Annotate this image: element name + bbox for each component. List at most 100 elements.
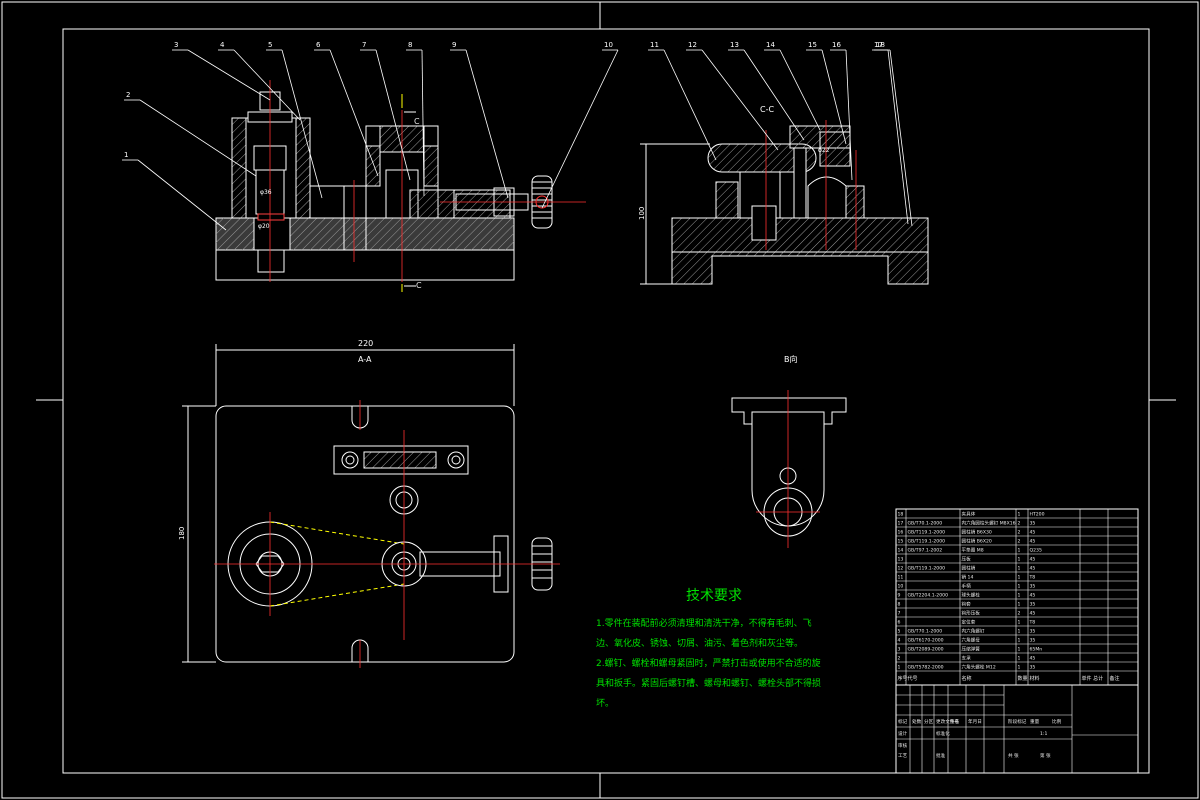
title-block-label: 重量: [1030, 718, 1040, 725]
bom-cell: 压板: [962, 556, 972, 563]
bom-header-cell: 备注: [1110, 675, 1120, 682]
bom-cell: 1: [1018, 566, 1021, 572]
dimension-width-220: 220: [358, 339, 373, 348]
bom-cell: 10: [898, 584, 904, 590]
balloon-label: 15: [808, 41, 817, 49]
bom-header-cell: 代号: [908, 675, 918, 682]
title-block-label: 签名: [950, 718, 959, 725]
bom-cell: 钩套: [962, 601, 972, 608]
bom-cell: 手柄: [962, 583, 972, 590]
bom-cell: 六角头螺栓 M12: [962, 664, 996, 671]
front-section-view: C C φ36 φ20: [215, 80, 586, 292]
bom-header-cell: 数量: [1018, 675, 1028, 682]
b-view-label: B向: [784, 354, 798, 364]
balloon-label: 17: [874, 41, 883, 49]
title-block-label: 审核: [898, 742, 908, 749]
title-block-label: 第 张: [1040, 752, 1051, 759]
bom-cell: 1: [898, 665, 901, 671]
title-block-label: 共 张: [1008, 752, 1019, 759]
bom-cell: 45: [1030, 611, 1036, 617]
bom-header-cell: 序号: [898, 675, 908, 682]
bom-cell: 销 14: [962, 574, 974, 581]
balloon-label: 3: [174, 41, 178, 49]
bom-cell: T8: [1029, 620, 1036, 626]
bom-cell: 45: [1030, 530, 1036, 536]
bom-cell: 钩形压板: [962, 610, 981, 617]
bom-cell: 1: [1018, 557, 1021, 563]
bom-cell: 45: [1030, 566, 1036, 572]
title-block-label: 年月日: [968, 718, 982, 725]
bom-header-cell: 材料: [1030, 675, 1040, 682]
tech-line-4: 具和扳手。紧固后螺钉槽、螺母和螺钉、螺栓头部不得损: [596, 677, 821, 689]
title-block-label: 处数: [912, 718, 922, 725]
bom-cell: 45: [1030, 539, 1036, 545]
balloon-label: 2: [126, 91, 130, 99]
bom-cell: GB/T6170-2000: [908, 638, 944, 644]
tech-line-3: 2.螺钉、螺栓和螺母紧固时，严禁打击或使用不合适的旋: [596, 657, 821, 669]
bom-cell: 12: [898, 566, 904, 572]
bom-cell: GB/T119.1-2000: [908, 566, 946, 572]
bom-cell: 1: [1018, 602, 1021, 608]
title-block-label: 更改文件号: [936, 718, 959, 725]
dimension-dia-20: φ20: [258, 223, 270, 230]
bom-cell: 16: [898, 530, 904, 536]
title-block-scale: 1:1: [1040, 731, 1047, 737]
bom-cell: GB/T119.1-2000: [908, 530, 946, 536]
dimension-height-180: 180: [178, 527, 186, 540]
bom-cell: 球头螺栓: [962, 592, 981, 599]
bom-cell: GB/T119.1-2000: [908, 539, 946, 545]
bom-cell: 2: [1018, 521, 1021, 527]
cc-view-label: C-C: [760, 105, 774, 114]
bom-cell: GB/T2089-2000: [908, 647, 944, 653]
bom-cell: 1: [1018, 656, 1021, 662]
balloon-label: 18: [876, 41, 885, 49]
bom-header-cell: 单件 总计: [1082, 675, 1104, 682]
bom-cell: 支承: [962, 655, 972, 662]
title-block-label: 标记: [898, 718, 908, 725]
balloon-label: 16: [832, 41, 841, 49]
title-block-label: 工艺: [898, 753, 908, 759]
tech-line-2: 边、氧化皮、锈蚀、切屑、油污、着色剂和灰尘等。: [596, 637, 803, 649]
bom-cell: GB/T97.1-2002: [908, 548, 943, 554]
bom-cell: 1: [1018, 629, 1021, 635]
bom-cell: 45: [1030, 593, 1036, 599]
bom-cell: 1: [1018, 647, 1021, 653]
aa-plan-view: 220 A-A 180: [178, 339, 560, 668]
balloon-label: 1: [124, 151, 128, 159]
title-block-label: 比例: [1052, 718, 1062, 725]
balloon-label: 13: [730, 41, 739, 49]
bom-cell: 35: [1030, 629, 1036, 635]
bom-cell: 14: [898, 548, 904, 554]
balloon-label: 5: [268, 41, 272, 49]
tech-line-5: 坏。: [596, 697, 614, 709]
balloon-label: 11: [650, 41, 659, 49]
bom-cell: 内六角圆柱头螺钉 M8X16: [962, 520, 1016, 527]
bom-cell: 15: [898, 539, 904, 545]
bom-cell: 2: [1018, 611, 1021, 617]
bom-cell: 3: [898, 647, 901, 653]
bom-cell: Q235: [1030, 548, 1042, 554]
bom-cell: 8: [898, 602, 901, 608]
bom-cell: 13: [898, 557, 904, 563]
bom-cell: 35: [1030, 521, 1036, 527]
bom-cell: 5: [898, 629, 901, 635]
bom-cell: 18: [898, 512, 904, 518]
bom-cell: GB/T5782-2000: [908, 665, 944, 671]
bom-cell: 1: [1018, 512, 1021, 518]
bom-cell: 7: [898, 611, 901, 617]
bom-cell: 35: [1030, 665, 1036, 671]
bom-cell: 6: [898, 620, 901, 626]
dimension-height-100: 100: [638, 207, 646, 220]
tech-line-1: 1.零件在装配前必须清理和清洗干净，不得有毛刺、飞: [596, 617, 812, 629]
bom-cell: 六角螺母: [962, 637, 981, 644]
bom-cell: 圆柱销 B6X30: [962, 529, 992, 536]
balloon-label: 4: [220, 41, 225, 49]
balloon-label: 14: [766, 41, 775, 49]
bom-cell: 2: [1018, 530, 1021, 536]
section-mark-c-top: C: [414, 117, 420, 126]
bom-cell: 35: [1030, 602, 1036, 608]
bom-cell: 1: [1018, 620, 1021, 626]
